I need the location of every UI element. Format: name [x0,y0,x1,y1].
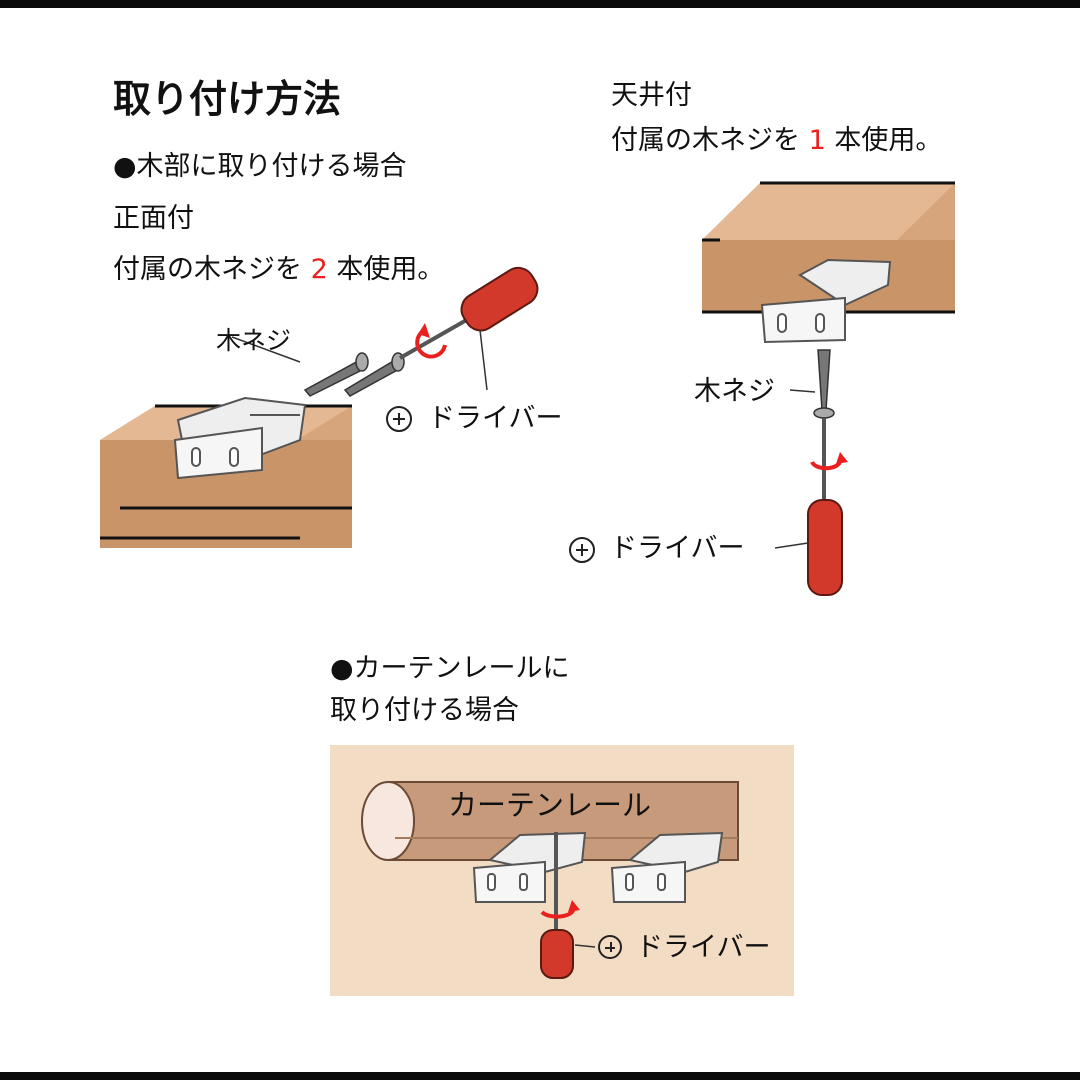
leader-line [789,389,816,393]
leader-line [231,336,301,363]
front-driver-label: ドライバー [428,403,563,434]
ceiling-bracket [760,258,892,344]
phillips-icon [598,935,622,959]
rail-screwdriver [540,832,596,979]
instr-text: 付属の木ネジを [611,125,800,156]
ceiling-screwdriver [774,418,848,596]
bottom-border [0,1072,1080,1080]
phillips-icon [386,406,412,432]
ceiling-mount-instruction: 付属の木ネジを 1 本使用。 [611,127,942,154]
front-mount-instruction: 付属の木ネジを 2 本使用。 [113,256,444,283]
ceiling-driver-label: ドライバー [610,533,745,564]
phillips-icon [569,537,595,563]
top-border [0,0,1080,8]
front-bracket [173,396,307,480]
rail-bracket-right [610,831,724,903]
rail-heading-line1: ●カーテンレールに [330,653,570,684]
rail-driver-label: ドライバー [636,932,771,963]
rail-heading-line2: 取り付ける場合 [330,695,519,726]
instr-text: 本使用。 [336,254,445,285]
screw-count: 1 [808,125,826,156]
front-screws [303,352,405,397]
front-screw-label: 木ネジ [216,326,292,355]
ceiling-mount-label: 天井付 [611,80,692,111]
rail-bracket-left [472,831,587,903]
screw-count: 2 [310,254,328,285]
instr-text: 本使用。 [834,125,943,156]
page-title: 取り付け方法 [113,77,342,121]
instr-text: 付属の木ネジを [113,254,302,285]
front-mount-label: 正面付 [113,203,194,234]
ceiling-screw [813,349,835,419]
ceiling-screw-label: 木ネジ [694,376,775,407]
front-screwdriver [399,266,539,391]
rail-label: カーテンレール [448,788,652,822]
wood-heading: ●木部に取り付ける場合 [113,151,407,182]
